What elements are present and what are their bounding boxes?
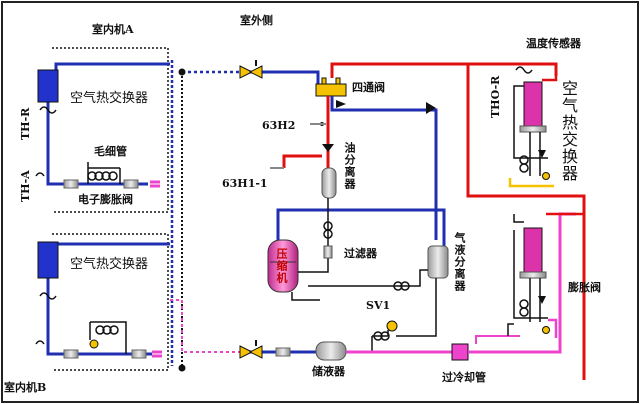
label-oil-separator: 油分离器: [343, 142, 356, 190]
label-hx-a: 空气热交换器: [70, 91, 149, 106]
outdoor-gas-pipe: [240, 70, 320, 84]
junction-dot: [178, 364, 186, 372]
sv1-valve: [386, 320, 398, 332]
indoor-a-strainer-1: [63, 179, 79, 189]
check-valve-oil: [322, 144, 334, 152]
outdoor-hx-bottom-outlet: [548, 318, 558, 338]
bottom-hx-top-line: [513, 214, 524, 223]
indoor-a-boundary: [52, 47, 169, 213]
label-receiver: 储液器: [312, 365, 345, 378]
outdoor-hx-bottom: [513, 227, 550, 334]
outdoor-hx-top-yellow: [508, 178, 554, 188]
label-63h2: 63H2: [262, 119, 296, 132]
indoor-b-boundary: [52, 233, 169, 371]
label-expansion-valve: 膨胀阀: [568, 281, 601, 294]
outdoor-hx-top: [513, 81, 550, 180]
indoor-b-sensor-icon-2: [35, 340, 45, 345]
indoor-a-capillary-lines: [87, 162, 121, 184]
th-a-sensor-icon: [35, 172, 45, 177]
label-gas-liquid-separator: 气液分离器: [453, 232, 466, 292]
label-th-r: TH-R: [19, 107, 32, 140]
tho-r-sensor-icon: [515, 66, 533, 74]
indoor-b-eev: [89, 339, 99, 349]
indoor-unit-a: [35, 47, 170, 213]
label-outdoor: 室外侧: [240, 14, 273, 27]
label-tho-r: THO-R: [489, 75, 502, 118]
indoor-b-sensor-icon-1: [39, 292, 57, 300]
th-r-sensor-icon: [39, 106, 57, 114]
indoor-b-strainer-2: [131, 349, 147, 359]
indoor-a-gas-pipe: [54, 62, 170, 72]
indoor-a-pink-stub: [150, 180, 160, 188]
compressor: [267, 239, 299, 293]
sv1-capillary: [373, 331, 383, 341]
gls-outlet-line: [308, 269, 428, 287]
subcool-bypass: [475, 335, 520, 344]
outdoor-hx-inlet-pipe: [466, 64, 586, 380]
service-valve-top-b: [248, 65, 263, 79]
indoor-unit-b: [35, 233, 170, 371]
suction-pipe: [276, 208, 446, 256]
label-filter: 过滤器: [344, 247, 377, 260]
label-subcooling-pipe: 过冷却管: [442, 371, 486, 384]
indoor-b-gas-pipe: [54, 242, 170, 252]
indoor-a-strainer-2: [123, 179, 139, 189]
label-th-a: TH-A: [19, 170, 32, 202]
subcooling-coil: [451, 343, 469, 361]
indoor-a-heat-exchanger: [37, 69, 59, 103]
indoor-b-liquid-pipe: [46, 272, 152, 356]
junction-dot: [178, 68, 186, 76]
service-valve-bottom: [239, 345, 254, 359]
liquid-trunk-bottom-dotted: [170, 299, 240, 353]
label-sv1: SV1: [366, 299, 391, 312]
label-capillary: 毛细管: [94, 145, 127, 158]
compressor-discharge: [282, 154, 322, 168]
indoor-b-strainer-1: [63, 349, 79, 359]
service-valve-top: [239, 65, 254, 79]
gas-liquid-separator: [427, 245, 449, 279]
four-way-valve: [315, 77, 347, 108]
outdoor-hx-bottom-inlet: [546, 196, 586, 216]
sv1-capillary: [380, 331, 390, 341]
filter: [323, 245, 333, 259]
oil-return-line: [291, 292, 320, 301]
service-valve-bottom-b: [248, 345, 263, 359]
indoor-a-capillary: [87, 171, 118, 181]
indoor-b-capillary-lines: [89, 321, 127, 354]
label-temp-sensor: 温度传感器: [526, 37, 581, 50]
tho-r-sensor-line: [513, 85, 524, 94]
indoor-b-pink-stub: [152, 350, 162, 358]
outdoor-hx-top-inlet: [542, 72, 558, 82]
subcool-to-hx-pipe: [468, 212, 576, 354]
bottom-strainer: [275, 347, 291, 357]
label-four-way-valve: 四通阀: [352, 81, 385, 94]
label-indoor-a: 室内机A: [92, 23, 134, 36]
gls-capillary: [393, 281, 403, 291]
oil-capillary: [323, 229, 333, 239]
indoor-b-heat-exchanger: [37, 241, 59, 279]
label-63h1: 63H1-1: [222, 177, 268, 190]
gls-capillary: [400, 281, 410, 291]
oil-separator: [321, 167, 337, 199]
receiver: [315, 341, 347, 361]
label-hx-b: 空气热交换器: [70, 257, 149, 272]
label-compressor: 压缩机: [275, 248, 288, 284]
label-indoor-b: 室内机B: [4, 381, 47, 394]
discharge-pipe-top: [330, 62, 558, 78]
label-eev: 电子膨胀阀: [78, 193, 133, 206]
indoor-b-capillary: [95, 325, 119, 335]
label-outdoor-hx: 空气热交换器: [559, 80, 578, 182]
bottom-hx-sensor: [507, 323, 514, 336]
suction-loop-pipe: [330, 96, 438, 240]
indoor-a-liquid-pipe: [46, 88, 148, 186]
sv1-line: [396, 278, 437, 337]
check-valve-right: [426, 102, 436, 114]
